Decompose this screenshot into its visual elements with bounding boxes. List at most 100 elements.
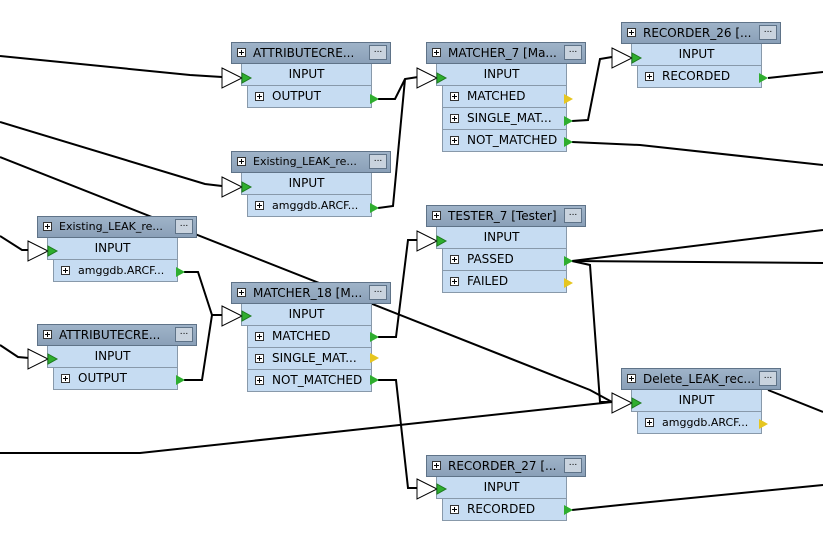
node-menu-button[interactable]: ... [175, 327, 193, 342]
input-port[interactable]: INPUT [241, 64, 372, 86]
node-header[interactable]: Existing_LEAK_re... ... [231, 151, 391, 173]
node-title: TESTER_7 [Tester] [448, 209, 557, 223]
output-port[interactable]: amggdb.ARCF... [247, 195, 372, 217]
node-menu-button[interactable]: ... [175, 219, 193, 234]
node-menu-button[interactable]: ... [564, 208, 582, 223]
expand-icon[interactable] [432, 48, 441, 57]
expand-icon[interactable] [255, 92, 264, 101]
node-menu-button[interactable]: ... [369, 154, 387, 169]
expand-icon[interactable] [450, 505, 459, 514]
node-menu-button[interactable]: ... [369, 285, 387, 300]
node-menu-button[interactable]: ... [759, 371, 777, 386]
output-arrow-icon [759, 73, 768, 83]
input-port[interactable]: INPUT [47, 238, 178, 260]
output-arrow-icon [176, 375, 185, 385]
connection-line [184, 271, 222, 316]
output-port-single-matched[interactable]: SINGLE_MAT... [247, 348, 372, 370]
expand-icon[interactable] [255, 201, 264, 210]
connection-line [184, 314, 213, 381]
node-title: Delete_LEAK_rec... [643, 372, 755, 386]
node-menu-button[interactable]: ... [564, 458, 582, 473]
expand-icon[interactable] [450, 136, 459, 145]
input-port[interactable]: INPUT [631, 44, 762, 66]
output-port-matched[interactable]: MATCHED [247, 326, 372, 348]
expand-icon[interactable] [432, 211, 441, 220]
node-header[interactable]: ATTRIBUTECRE... ... [231, 42, 391, 64]
transformer-node-recorder27[interactable]: RECORDER_27 [... ... INPUT RECORDED [426, 455, 586, 521]
transformer-node-matcher18[interactable]: MATCHER_18 [M... ... INPUT MATCHED SINGL… [231, 282, 391, 392]
node-header[interactable]: TESTER_7 [Tester] ... [426, 205, 586, 227]
output-port[interactable]: amggdb.ARCF... [637, 412, 762, 434]
node-header[interactable]: ATTRIBUTECRE... ... [37, 324, 197, 346]
expand-icon[interactable] [237, 48, 246, 57]
output-arrow-icon [370, 375, 379, 385]
node-header[interactable]: Delete_LEAK_rec... ... [621, 368, 781, 390]
input-port[interactable]: INPUT [241, 173, 372, 195]
feature-writer-node-delete-leak[interactable]: Delete_LEAK_rec... ... INPUT amggdb.ARCF… [621, 368, 781, 434]
expand-icon[interactable] [450, 92, 459, 101]
expand-icon[interactable] [61, 266, 70, 275]
input-port[interactable]: INPUT [241, 304, 372, 326]
port-label: INPUT [483, 480, 520, 494]
output-port-not-matched[interactable]: NOT_MATCHED [442, 130, 567, 152]
input-arrow-icon [27, 240, 59, 262]
transformer-node-attributecreator[interactable]: ATTRIBUTECRE... ... INPUT OUTPUT [37, 324, 197, 390]
output-arrow-icon [564, 256, 573, 266]
expand-icon[interactable] [255, 332, 264, 341]
node-menu-button[interactable]: ... [369, 45, 387, 60]
node-menu-button[interactable]: ... [564, 45, 582, 60]
expand-icon[interactable] [237, 288, 246, 297]
expand-icon[interactable] [645, 418, 654, 427]
transformer-node-recorder26[interactable]: RECORDER_26 [... ... INPUT RECORDED [621, 22, 781, 88]
connection-line [767, 389, 823, 413]
port-label: amggdb.ARCF... [78, 264, 165, 277]
input-port[interactable]: INPUT [47, 346, 178, 368]
port-label: NOT_MATCHED [467, 133, 558, 147]
output-port-recorded[interactable]: RECORDED [637, 66, 762, 88]
expand-icon[interactable] [627, 374, 636, 383]
node-header[interactable]: MATCHER_7 [Ma... ... [426, 42, 586, 64]
node-header[interactable]: Existing_LEAK_re... ... [37, 216, 197, 238]
expand-icon[interactable] [450, 114, 459, 123]
output-port-matched[interactable]: MATCHED [442, 86, 567, 108]
expand-icon[interactable] [43, 222, 52, 231]
expand-icon[interactable] [255, 354, 264, 363]
node-header[interactable]: RECORDER_27 [... ... [426, 455, 586, 477]
expand-icon[interactable] [645, 72, 654, 81]
input-port[interactable]: INPUT [436, 64, 567, 86]
output-port[interactable]: OUTPUT [53, 368, 178, 390]
transformer-node-matcher7[interactable]: MATCHER_7 [Ma... ... INPUT MATCHED SINGL… [426, 42, 586, 152]
transformer-node-tester7[interactable]: TESTER_7 [Tester] ... INPUT PASSED FAILE… [426, 205, 586, 293]
feature-reader-node-existing-leak[interactable]: Existing_LEAK_re... ... INPUT amggdb.ARC… [231, 151, 391, 217]
expand-icon[interactable] [450, 255, 459, 264]
expand-icon[interactable] [237, 157, 246, 166]
output-port[interactable]: amggdb.ARCF... [53, 260, 178, 282]
transformer-node-attributecreator[interactable]: ATTRIBUTECRE... ... INPUT OUTPUT [231, 42, 391, 108]
output-port-passed[interactable]: PASSED [442, 249, 567, 271]
node-header[interactable]: MATCHER_18 [M... ... [231, 282, 391, 304]
expand-icon[interactable] [43, 330, 52, 339]
node-menu-button[interactable]: ... [759, 25, 777, 40]
port-label: INPUT [94, 241, 131, 255]
input-arrow-icon [416, 67, 448, 89]
output-arrow-icon [564, 505, 573, 515]
output-arrow-icon [759, 419, 768, 429]
input-port[interactable]: INPUT [436, 477, 567, 499]
expand-icon[interactable] [61, 374, 70, 383]
expand-icon[interactable] [432, 461, 441, 470]
input-port[interactable]: INPUT [631, 390, 762, 412]
output-port[interactable]: OUTPUT [247, 86, 372, 108]
expand-icon[interactable] [450, 277, 459, 286]
expand-icon[interactable] [627, 28, 636, 37]
feature-reader-node-existing-leak[interactable]: Existing_LEAK_re... ... INPUT amggdb.ARC… [37, 216, 197, 282]
input-port[interactable]: INPUT [436, 227, 567, 249]
output-port-single-matched[interactable]: SINGLE_MAT... [442, 108, 567, 130]
expand-icon[interactable] [255, 376, 264, 385]
output-port-failed[interactable]: FAILED [442, 271, 567, 293]
node-header[interactable]: RECORDER_26 [... ... [621, 22, 781, 44]
output-port-recorded[interactable]: RECORDED [442, 499, 567, 521]
input-arrow-icon [611, 392, 643, 414]
node-title: Existing_LEAK_re... [59, 220, 163, 233]
output-port-not-matched[interactable]: NOT_MATCHED [247, 370, 372, 392]
